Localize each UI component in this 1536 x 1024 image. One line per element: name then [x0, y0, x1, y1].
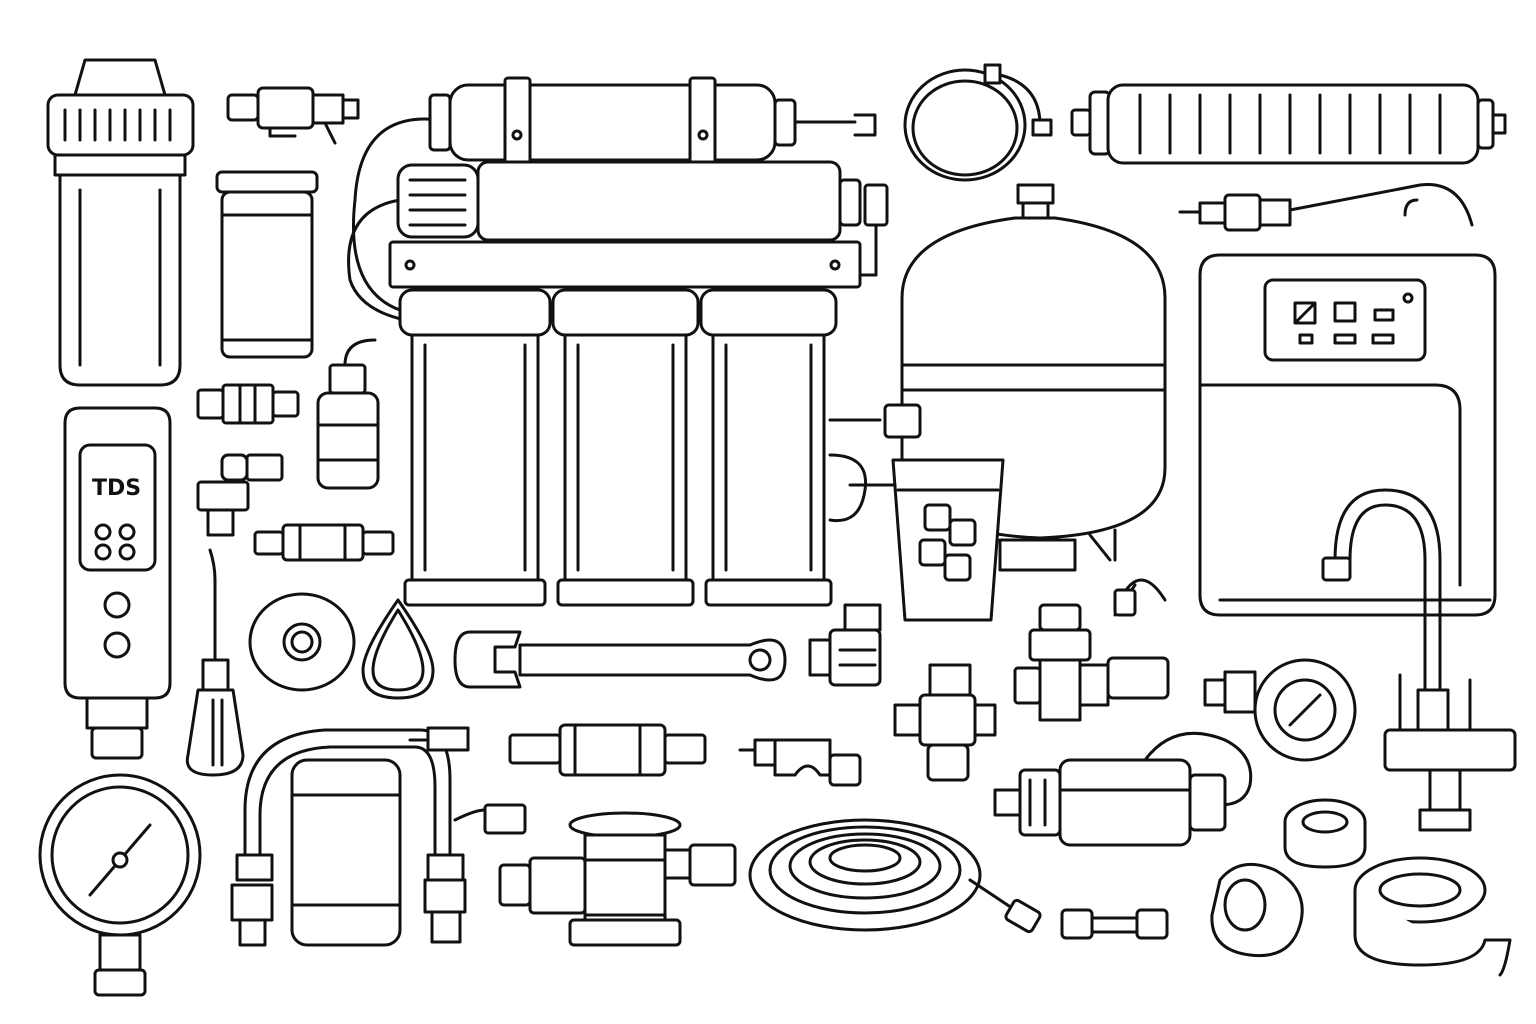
filter-cartridge: [215, 170, 319, 359]
faucet: [1321, 488, 1517, 832]
tape-dispenser: [1353, 856, 1512, 977]
inline-filter-hose: [230, 726, 527, 947]
tds-label: TDS: [92, 476, 141, 501]
tds-meter: TDS: [63, 406, 172, 760]
garden-hose-coil: [748, 818, 1042, 934]
connectors: [508, 578, 1170, 787]
water-droplet: [361, 598, 435, 700]
screwdriver: [185, 548, 245, 777]
booster-pump: [993, 731, 1253, 847]
tape-roll: [248, 592, 356, 692]
membrane-filter: [1070, 83, 1507, 165]
coiled-tubing: [903, 63, 1053, 182]
pressure-tank: [883, 183, 1167, 572]
wrench: [453, 630, 787, 689]
reverse-osmosis-system: [347, 76, 889, 607]
tee-fitting: [498, 811, 737, 947]
pipe-caps: [1060, 798, 1367, 958]
valve-fitting: [226, 86, 360, 145]
water-dispenser: [1198, 253, 1497, 617]
small-fittings: [196, 338, 395, 562]
shutoff-valve: [1203, 658, 1357, 762]
filter-housing: [46, 58, 195, 387]
pressure-gauge: [38, 773, 202, 997]
water-glass: [848, 458, 1005, 622]
hose-fitting: [1178, 183, 1474, 232]
